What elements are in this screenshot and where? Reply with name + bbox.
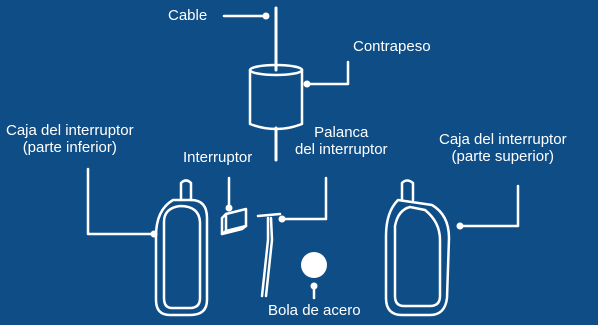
label-housing-lower: Caja del interruptor (parte inferior) — [6, 122, 134, 156]
label-lever-line1: Palanca — [314, 124, 369, 141]
label-cable: Cable — [168, 7, 207, 24]
label-counterweight-text: Contrapeso — [353, 38, 431, 55]
label-switch: Interruptor — [183, 149, 252, 166]
label-housing-upper-line2: (parte superior) — [451, 148, 555, 165]
steel-ball-shape — [301, 252, 327, 278]
dot-housing-upper — [456, 222, 464, 230]
callout-housing-lower — [86, 167, 156, 236]
housing-upper-shape — [384, 179, 451, 317]
label-housing-lower-line1: Caja del interruptor — [6, 122, 134, 139]
label-lever-line2: del interruptor — [295, 141, 388, 158]
switch-block-shape — [220, 207, 248, 236]
dot-switch — [225, 204, 233, 212]
callout-housing-upper — [458, 184, 520, 228]
dot-housing-lower — [150, 230, 158, 238]
label-housing-upper-line1: Caja del interruptor — [439, 131, 567, 148]
dot-cable — [262, 12, 270, 20]
label-housing-upper: Caja del interruptor (parte superior) — [439, 131, 567, 165]
dot-steel-ball — [310, 282, 318, 290]
callout-counterweight — [305, 60, 350, 86]
label-lever: Palanca del interruptor — [295, 124, 388, 158]
label-steel-ball: Bola de acero — [268, 302, 361, 319]
label-steel-ball-text: Bola de acero — [268, 302, 361, 319]
dot-counterweight — [303, 80, 311, 88]
housing-lower-shape — [154, 179, 209, 317]
label-counterweight: Contrapeso — [353, 38, 431, 55]
label-housing-lower-line2: (parte inferior) — [22, 139, 117, 156]
dot-lever — [278, 215, 286, 223]
switch-lever-shape — [256, 212, 282, 298]
callout-lever — [280, 176, 328, 221]
label-switch-text: Interruptor — [183, 149, 253, 166]
counterweight-shape — [248, 63, 304, 131]
label-cable-text: Cable — [168, 7, 208, 24]
